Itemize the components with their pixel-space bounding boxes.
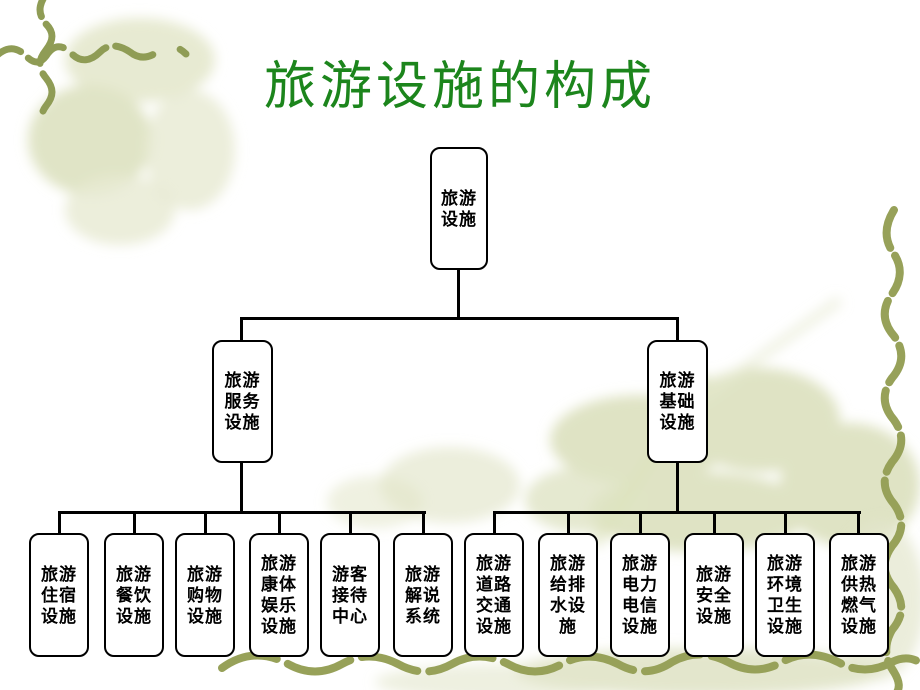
connector	[133, 511, 136, 534]
org-node-label: 旅游 设施	[441, 188, 477, 229]
org-node-label: 旅游 基础 设施	[659, 371, 696, 432]
connector	[493, 511, 861, 514]
org-node-label: 旅游 安全 设施	[696, 564, 732, 626]
org-node-label: 旅游 道路 交通 设施	[476, 554, 512, 636]
leaf-silhouette-center-right	[327, 295, 920, 552]
vine-decoration-bottom	[218, 650, 920, 676]
org-node-visitor-center: 游客 接待 中心	[320, 533, 380, 657]
org-node-tourism-facilities: 旅游 设施	[430, 147, 488, 270]
org-node-interpretation-system: 旅游 解说 系统	[393, 533, 453, 657]
connector	[676, 462, 679, 514]
org-node-road-traffic: 旅游 道路 交通 设施	[464, 533, 524, 657]
org-node-label: 旅游 电力 电信 设施	[622, 554, 658, 636]
org-node-service-facilities: 旅游 服务 设施	[212, 340, 273, 463]
connector	[493, 511, 496, 534]
org-node-label: 旅游 供热 燃气 设施	[841, 554, 877, 636]
connector	[240, 462, 243, 514]
connector	[784, 511, 787, 534]
org-node-label: 旅游 康体 娱乐 设施	[261, 554, 297, 636]
connector	[58, 511, 426, 514]
connector	[457, 269, 460, 320]
org-node-heating-gas: 旅游 供热 燃气 设施	[829, 533, 889, 657]
org-node-label: 旅游 住宿 设施	[41, 564, 77, 626]
org-node-label: 旅游 餐饮 设施	[116, 564, 152, 626]
connector	[204, 511, 207, 534]
connector	[676, 317, 679, 341]
org-node-label: 旅游 服务 设施	[224, 371, 261, 432]
org-node-water-supply-drainage: 旅游 给排 水设 施	[538, 533, 598, 657]
org-node-shopping: 旅游 购物 设施	[175, 533, 235, 657]
org-node-accommodation: 旅游 住宿 设施	[29, 533, 89, 657]
org-node-label: 旅游 购物 设施	[187, 564, 223, 626]
org-node-power-telecom: 旅游 电力 电信 设施	[610, 533, 670, 657]
org-node-environmental-sanitation: 旅游 环境 卫生 设施	[755, 533, 815, 657]
org-node-label: 旅游 环境 卫生 设施	[767, 554, 803, 636]
connector	[278, 511, 281, 534]
org-node-label: 游客 接待 中心	[332, 564, 368, 626]
org-node-recreation-entertainment: 旅游 康体 娱乐 设施	[249, 533, 309, 657]
connector	[240, 317, 243, 341]
org-node-infrastructure-facilities: 旅游 基础 设施	[647, 340, 708, 463]
org-node-label: 旅游 给排 水设 施	[550, 554, 586, 636]
page-title: 旅游设施的构成	[263, 59, 656, 116]
org-node-dining: 旅游 餐饮 设施	[104, 533, 164, 657]
connector	[240, 317, 679, 320]
org-node-label: 旅游 解说 系统	[405, 564, 441, 626]
org-node-safety: 旅游 安全 设施	[684, 533, 744, 657]
connector	[58, 511, 61, 534]
connector	[713, 511, 716, 534]
connector	[567, 511, 570, 534]
connector	[639, 511, 642, 534]
connector	[349, 511, 352, 534]
connector	[422, 511, 425, 534]
connector	[857, 511, 860, 534]
